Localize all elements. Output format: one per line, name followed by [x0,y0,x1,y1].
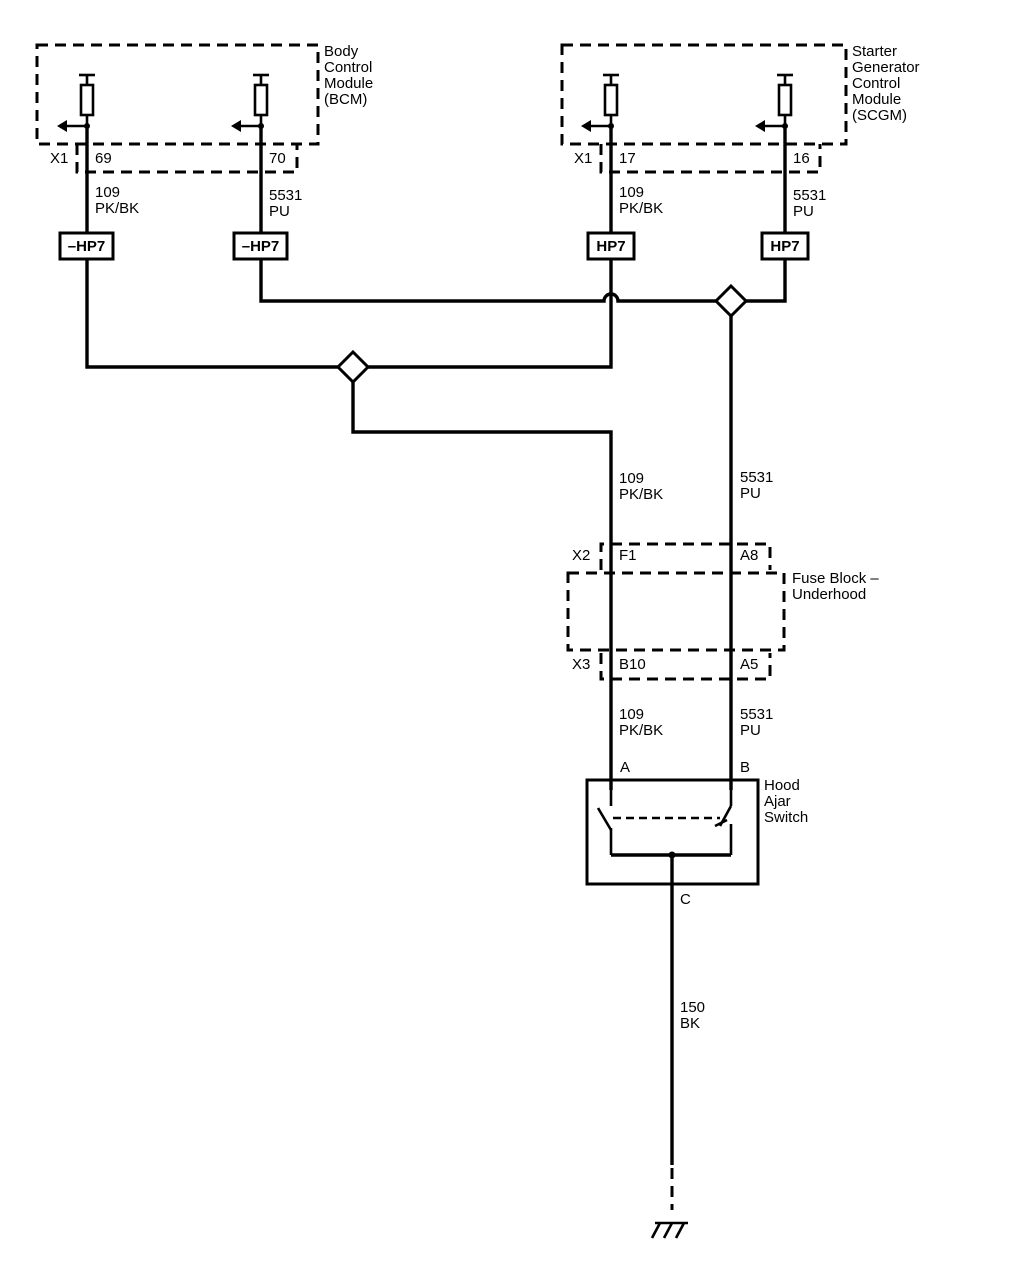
svg-text:HP7: HP7 [770,238,799,255]
svg-text:–HP7: –HP7 [242,238,280,255]
bcm-internal-resistor-b [231,73,269,132]
scgm-connector-id: X1 [574,150,592,167]
wire-scgm-b-color: PU [793,203,814,220]
wire-low-a-color: PK/BK [619,722,663,739]
wire-bcm-b-color: PU [269,203,290,220]
switch-label-line-2: Ajar [764,793,791,810]
wire-mid-b-circuit: 5531 [740,469,773,486]
wire-scgm-b-circuit: 5531 [793,187,826,204]
connector-box-bcm-b: –HP7 [232,231,289,261]
wires [85,126,787,1210]
connector-box-scgm-a: HP7 [586,231,636,261]
wire-mid-a-color: PK/BK [619,486,663,503]
wire-mid-b-color: PU [740,485,761,502]
wire-bcm-a-color: PK/BK [95,200,139,217]
fuse-block-pin-a8: A8 [740,547,758,564]
wire-bcm-a-circuit: 109 [95,184,120,201]
fuse-block-x3: X3 [572,656,590,673]
wire-low-b-color: PU [740,722,761,739]
bcm-module: Body Control Module (BCM) X1 69 70 [35,43,373,174]
wire-scgm-a-color: PK/BK [619,200,663,217]
connector-box-scgm-b: HP7 [760,231,810,261]
splice-109 [335,349,371,385]
ground-icon [650,1221,688,1239]
scgm-internal-resistor-a [581,73,619,132]
wire-ground-color: BK [680,1015,700,1032]
switch-label-line-1: Hood [764,777,800,794]
connector-box-bcm-a: –HP7 [58,231,115,261]
hood-ajar-switch: Hood Ajar Switch A B C [585,759,808,908]
switch-pin-a: A [620,759,630,776]
fuse-block-pin-a5: A5 [740,656,758,673]
scgm-label-line-4: Module [852,91,901,108]
wire-mid-a-circuit: 109 [619,470,644,487]
switch-label-line-3: Switch [764,809,808,826]
scgm-module: Starter Generator Control Module (SCGM) … [560,43,920,174]
switch-pin-b: B [740,759,750,776]
bcm-label-line-1: Body [324,43,359,60]
bcm-pin-70: 70 [269,150,286,167]
bcm-pin-69: 69 [95,150,112,167]
switch-pin-c: C [680,891,691,908]
wire-scgm-a-circuit: 109 [619,184,644,201]
scgm-internal-resistor-b [755,73,793,132]
splice-5531 [713,283,749,319]
svg-text:–HP7: –HP7 [68,238,106,255]
fuse-block-pin-b10: B10 [619,656,646,673]
scgm-label-line-2: Generator [852,59,920,76]
fuse-block-pin-f1: F1 [619,547,637,564]
svg-text:HP7: HP7 [596,238,625,255]
scgm-label-line-3: Control [852,75,900,92]
scgm-pin-16: 16 [793,150,810,167]
wire-low-a-circuit: 109 [619,706,644,723]
scgm-label-line-1: Starter [852,43,897,60]
bcm-connector-id: X1 [50,150,68,167]
bcm-label-line-4: (BCM) [324,91,367,108]
wire-ground-circuit: 150 [680,999,705,1016]
fuse-block-x2: X2 [572,547,590,564]
wire-bcm-b-circuit: 5531 [269,187,302,204]
scgm-label-line-5: (SCGM) [852,107,907,124]
bcm-label-line-3: Module [324,75,373,92]
scgm-pin-17: 17 [619,150,636,167]
fuse-block-label-line-2: Underhood [792,586,866,603]
fuse-block-label-line-1: Fuse Block – [792,570,879,587]
bcm-internal-resistor-a [57,73,95,132]
bcm-label-line-2: Control [324,59,372,76]
fuse-block-underhood: Fuse Block – Underhood X2 F1 A8 X3 B10 A… [566,542,879,681]
wire-low-b-circuit: 5531 [740,706,773,723]
